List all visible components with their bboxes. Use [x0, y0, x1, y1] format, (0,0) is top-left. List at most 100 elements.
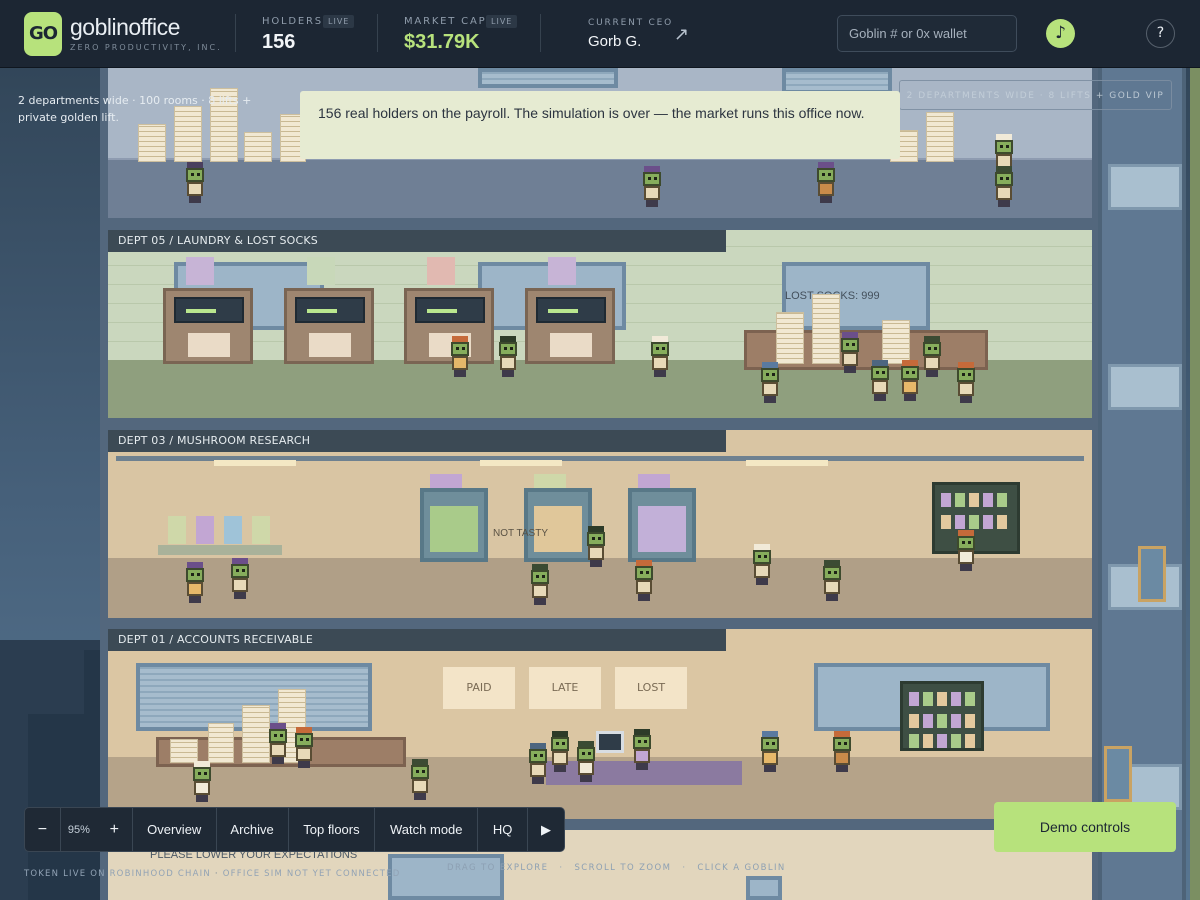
goblin[interactable]: [992, 164, 1016, 208]
ceiling-pipe: [116, 456, 1084, 461]
bookshelf: [900, 681, 984, 751]
help-button[interactable]: ?: [1146, 19, 1175, 48]
ceiling-light: [480, 460, 562, 466]
goblin[interactable]: [183, 560, 207, 604]
paid-board: PAID: [443, 667, 515, 709]
paper-stack: [210, 88, 238, 162]
goblin[interactable]: [266, 721, 290, 765]
ceiling-light: [746, 460, 828, 466]
ceo-label: CURRENT CEO: [588, 18, 674, 28]
logo-badge[interactable]: GO: [24, 12, 62, 56]
goblin[interactable]: [954, 360, 978, 404]
goblin[interactable]: [648, 334, 672, 378]
expectations-sign: PLEASE LOWER YOUR EXPECTATIONS: [150, 849, 358, 861]
lift-door[interactable]: [1104, 746, 1132, 802]
goblin[interactable]: [820, 558, 844, 602]
shaft-window: [1108, 164, 1182, 210]
goblin[interactable]: [758, 729, 782, 773]
goblin[interactable]: [292, 725, 316, 769]
paper-stack: [138, 124, 166, 162]
goblin[interactable]: [640, 164, 664, 208]
specimen-tank[interactable]: [420, 474, 488, 562]
goblin[interactable]: [528, 562, 552, 606]
specimen-tank[interactable]: [628, 474, 696, 562]
goblin[interactable]: [526, 741, 550, 785]
paper-stack: [926, 112, 954, 162]
floor-accounts-receivable[interactable]: DEPT 01 / ACCOUNTS RECEIVABLE PAID LATE …: [108, 629, 1092, 819]
goblin[interactable]: [758, 360, 782, 404]
goblin[interactable]: [584, 524, 608, 568]
floor-label: DEPT 05 / LAUNDRY & LOST SOCKS: [108, 230, 726, 252]
holders-label: HOLDERS: [262, 16, 323, 27]
paper-stack: [208, 723, 234, 763]
goblin[interactable]: [548, 729, 572, 773]
building-info-note: 2 departments wide · 100 rooms · 8 lifts…: [18, 94, 252, 124]
flask: [224, 516, 242, 544]
floor-top[interactable]: [108, 68, 1092, 218]
goblin[interactable]: [632, 558, 656, 602]
not-tasty-sign: NOT TASTY: [493, 528, 549, 539]
ceo-name[interactable]: Gorb G.: [588, 33, 642, 50]
goblin[interactable]: [183, 160, 207, 204]
paper-stack: [244, 132, 272, 162]
window: [388, 854, 504, 900]
hint-click: CLICK A GOBLIN: [697, 863, 786, 873]
goblin[interactable]: [838, 330, 862, 374]
next-building-edge: [1190, 68, 1200, 900]
window: [478, 68, 618, 88]
logo-tagline: ZERO PRODUCTIVITY, INC.: [70, 43, 222, 52]
floor-ground: [108, 558, 1092, 618]
goblin[interactable]: [574, 739, 598, 783]
goblin[interactable]: [228, 556, 252, 600]
goblin[interactable]: [898, 358, 922, 402]
floor-mushroom-research[interactable]: DEPT 03 / MUSHROOM RESEARCH NOT TASTY: [108, 430, 1092, 618]
arrow-up-right-icon[interactable]: ↗: [674, 24, 690, 45]
washing-machine[interactable]: [404, 257, 494, 364]
paper-stack: [882, 320, 910, 364]
play-button[interactable]: ▶: [541, 821, 552, 837]
hq-button[interactable]: HQ: [478, 808, 529, 851]
goblin[interactable]: [408, 757, 432, 801]
building-stats-pill: 2 DEPARTMENTS WIDE · 8 LIFTS + GOLD VIP: [899, 80, 1172, 110]
flask: [196, 516, 214, 544]
floor-laundry[interactable]: DEPT 05 / LAUNDRY & LOST SOCKS LOST SOCK…: [108, 230, 1092, 418]
goblin[interactable]: [750, 542, 774, 586]
goblin[interactable]: [920, 334, 944, 378]
goblin[interactable]: [448, 334, 472, 378]
top-floors-button[interactable]: Top floors: [289, 808, 376, 851]
logo-wordmark[interactable]: goblinoffice: [70, 14, 180, 40]
divider: [235, 14, 236, 52]
washing-machine[interactable]: [284, 257, 374, 364]
floor-label: DEPT 01 / ACCOUNTS RECEIVABLE: [108, 629, 726, 651]
zoom-out-button[interactable]: −: [25, 808, 61, 851]
watch-mode-button[interactable]: Watch mode: [375, 808, 479, 851]
hint-drag: DRAG TO EXPLORE: [447, 863, 549, 873]
washing-machine[interactable]: [163, 257, 253, 364]
zoom-in-button[interactable]: +: [97, 808, 133, 851]
divider: [377, 14, 378, 52]
archive-button[interactable]: Archive: [217, 808, 289, 851]
goblin[interactable]: [830, 729, 854, 773]
flask: [252, 516, 270, 544]
goblin[interactable]: [868, 358, 892, 402]
sim-status-text: OFFICE SIM NOT YET CONNECTED: [222, 869, 401, 879]
goblin[interactable]: [190, 759, 214, 803]
demo-controls-button[interactable]: Demo controls: [994, 802, 1176, 852]
music-toggle-button[interactable]: ♪: [1046, 19, 1075, 48]
notification-toast: 156 real holders on the payroll. The sim…: [300, 91, 900, 159]
golden-lift[interactable]: [1138, 546, 1166, 602]
market-cap-live-badge: LIVE: [486, 15, 518, 28]
city-skyline: [0, 640, 110, 900]
search-input[interactable]: [837, 15, 1017, 52]
elevator-shaft: [1098, 68, 1186, 900]
washing-machine[interactable]: [525, 257, 615, 364]
specimen-tank[interactable]: [524, 474, 592, 562]
goblin[interactable]: [630, 727, 654, 771]
goblin[interactable]: [496, 334, 520, 378]
goblin[interactable]: [814, 160, 838, 204]
goblin[interactable]: [954, 528, 978, 572]
computer[interactable]: [596, 731, 624, 753]
overview-button[interactable]: Overview: [133, 808, 217, 851]
holders-live-badge: LIVE: [323, 15, 355, 28]
interaction-hints: DRAG TO EXPLORE·SCROLL TO ZOOM·CLICK A G…: [447, 863, 786, 873]
